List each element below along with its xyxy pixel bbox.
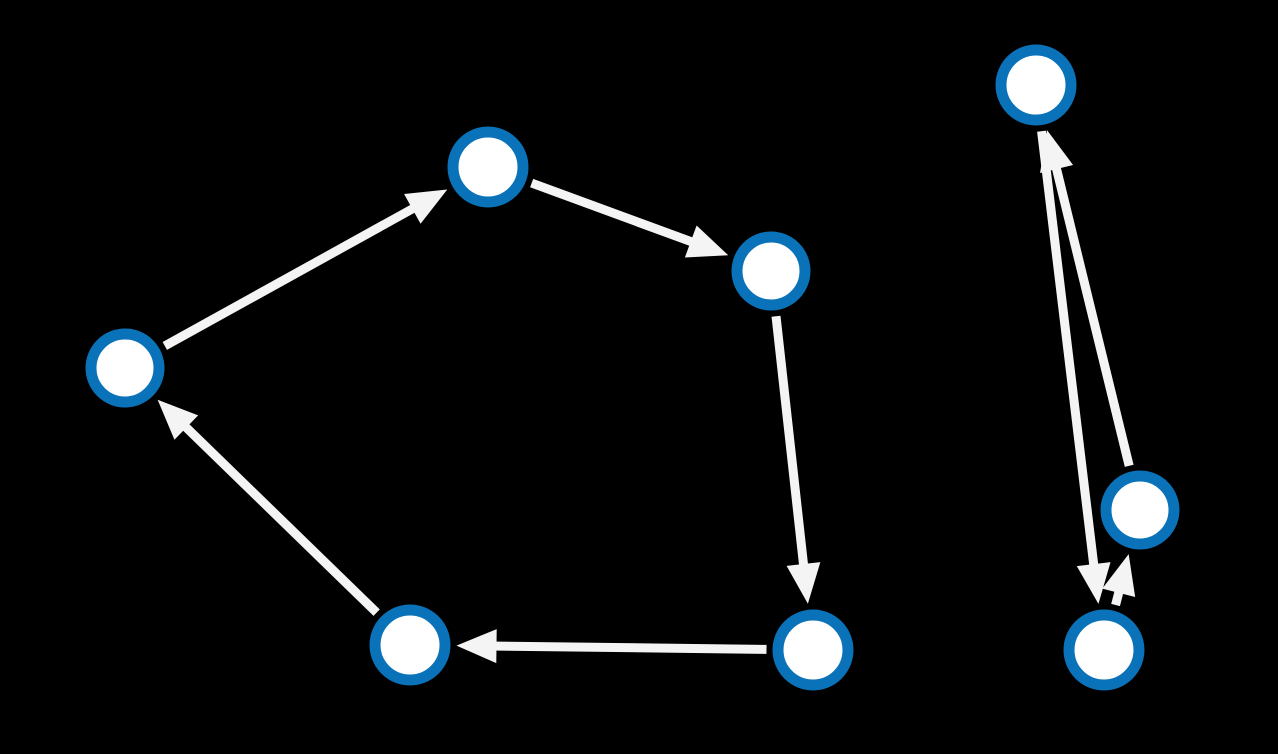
edges-layer <box>157 130 1136 664</box>
node-bottom-right[interactable] <box>1063 609 1145 691</box>
edge-right-to-top-right[interactable] <box>1040 130 1134 467</box>
nodes-layer <box>85 44 1180 691</box>
node-upper-middle[interactable] <box>731 231 811 311</box>
arrowhead <box>157 399 199 440</box>
edge-shaft <box>162 202 420 350</box>
node-top-right[interactable] <box>995 44 1077 126</box>
edge-bottom-left-to-left[interactable] <box>157 399 380 616</box>
edge-shaft <box>1050 162 1134 467</box>
edge-top-left-to-upper-middle[interactable] <box>530 178 729 258</box>
edge-upper-middle-to-bottom-middle[interactable] <box>771 315 821 604</box>
arrowhead <box>456 629 497 664</box>
node-left[interactable] <box>85 328 165 408</box>
edge-shaft <box>490 641 767 654</box>
edge-shaft <box>771 315 809 571</box>
arrowhead <box>1102 554 1136 598</box>
arrowhead <box>404 189 448 224</box>
arrowhead <box>786 562 821 604</box>
edge-left-to-top-left[interactable] <box>162 189 448 350</box>
arrowhead <box>1076 562 1111 604</box>
arrowhead <box>684 225 729 258</box>
edge-shaft <box>530 178 698 248</box>
arrowhead <box>1040 130 1074 174</box>
edge-shaft <box>178 420 380 616</box>
edge-bottom-middle-to-bottom-left[interactable] <box>456 629 767 664</box>
node-right[interactable] <box>1100 470 1180 550</box>
node-bottom-left[interactable] <box>369 604 451 686</box>
edge-bottom-right-to-right[interactable] <box>1102 554 1136 607</box>
edge-shaft <box>1037 130 1099 571</box>
edge-top-right-to-bottom-right[interactable] <box>1037 130 1111 604</box>
node-top-left[interactable] <box>447 126 529 208</box>
node-bottom-middle[interactable] <box>772 609 854 691</box>
